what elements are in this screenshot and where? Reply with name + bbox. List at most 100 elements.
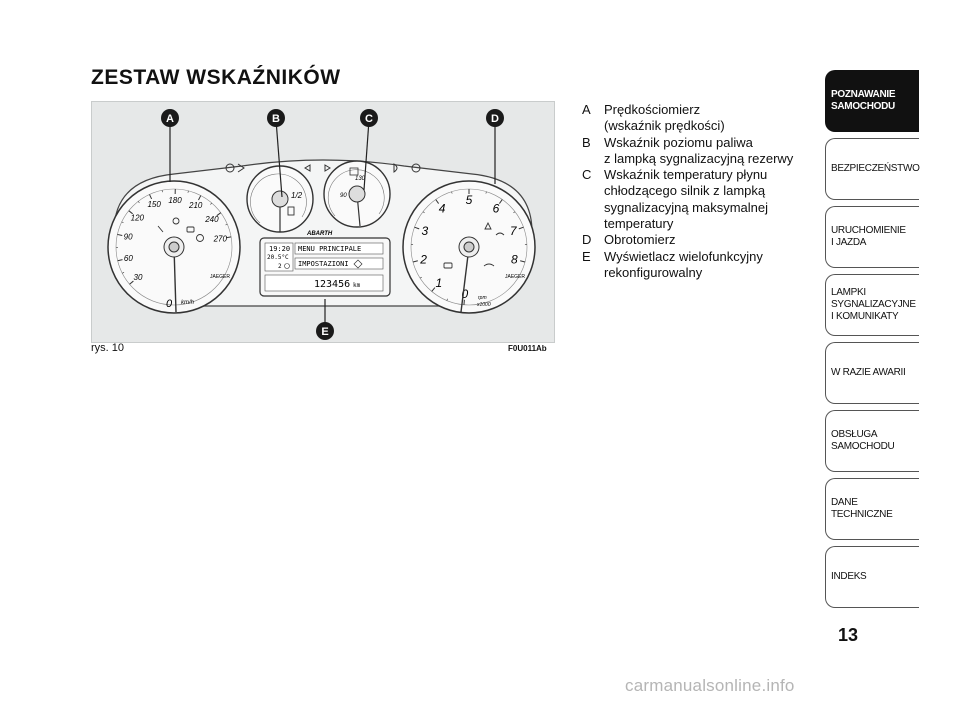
coolant-warning-icon [349,167,359,176]
dial-minor-tick [513,211,516,214]
dial-label: 90 [124,233,133,242]
chapter-tab-label: BEZPIECZEŃSTWO [831,163,920,174]
page-title: ZESTAW WSKAŹNIKÓW [91,66,341,89]
dial-minor-tick [446,298,448,301]
tachometer-needle [460,246,470,313]
fuel-hub [271,190,289,208]
legend-letter: A [582,102,591,117]
warning-circle-icon [172,217,180,225]
dial-major-tick [129,280,134,285]
chapter-tab-7[interactable]: DANE TECHNICZNE [825,478,919,540]
rear-fog-light-icon [411,163,421,173]
dial-label: 30 [134,273,143,282]
chapter-tab-label: W RAZIE AWARII [831,367,906,378]
dial-major-tick [117,259,123,262]
engine-check-icon [443,262,453,269]
oil-pressure-icon [483,263,495,267]
dial-minor-tick [451,191,453,194]
legend-list: A Prędkościomierz(wskaźnik prędkości) B Wsk… [582,102,797,281]
chapter-tab-3[interactable]: URUCHOMIENIE I JAZDA [825,206,919,268]
legend-letter: B [582,134,591,150]
dial-label: 8 [511,252,518,266]
dial-minor-tick [121,221,124,224]
dial-major-tick [412,260,418,263]
temperature-hub [348,185,366,203]
legend-line: temperatury [604,216,674,232]
chapter-tab-6[interactable]: OBSŁUGA SAMOCHODU [825,410,919,472]
dial-major-tick [226,236,232,239]
dial-minor-tick [419,276,422,279]
legend-item-d: D Obrotomierz [582,232,797,248]
legend-letter: C [582,167,592,183]
fuel-half-label: 1/2 [291,191,303,200]
dial-minor-tick [422,211,425,214]
front-fog-light-icon [225,163,235,173]
callout-e: E [316,322,334,340]
high-beam-icon [393,163,398,173]
temp-low-label: 90 [340,193,347,199]
legend-line: (wskaźnik prędkości) [604,118,725,134]
legend-line: Prędkościomierz [604,102,701,117]
position-light-icon [237,163,245,173]
callout-a: A [161,109,179,127]
tachometer-brand: JAEGER [505,274,525,280]
callouts: A B C D E [161,109,504,340]
chapter-tab-1[interactable]: POZNAWANIE SAMOCHODU [825,70,919,132]
dial-label: 180 [168,196,182,205]
legend-line: Wskaźnik temperatury płynu [604,167,768,183]
multifunction-display: ABARTH 19:20 20.5°C 2 MENU PRINCIPALE IM… [259,231,391,297]
display-menu-line: MENU PRINCIPALE [298,245,361,253]
dial-major-tick [198,195,202,201]
svg-text:D: D [491,113,499,125]
display-select-icon [353,259,363,269]
fuel-pump-icon [287,206,295,216]
legend-line: Wyświetlacz wielofunkcyjny [604,248,763,264]
temp-high-label: 130 [355,176,366,182]
svg-text:E: E [321,326,328,338]
dial-major-tick [435,199,440,204]
dial-label: 1 [435,276,442,290]
display-gear-icon [284,263,290,269]
dial-label: 210 [188,201,203,210]
legend-text: Prędkościomierz(wskaźnik prędkości) [604,102,797,135]
legend-text: Obrotomierz [604,232,797,248]
callout-b: B [267,109,285,127]
dial-minor-tick [137,201,140,204]
legend-line: z lampką sygnalizacyjną rezerwy [604,150,794,166]
svg-text:B: B [272,113,280,125]
legend-letter: D [582,232,592,248]
chapter-sidebar: POZNAWANIE SAMOCHODU BEZPIECZEŃSTWO URUCHO… [825,70,920,614]
chapter-tab-4[interactable]: LAMPKI SYGNALIZACYJNE I KOMUNIKATY [825,274,919,336]
display-odometer: 123456 [314,279,350,290]
temperature-gauge: 90 130 [323,160,391,228]
chapter-tab-2[interactable]: BEZPIECZEŃSTWO [825,138,920,200]
dial-major-tick [216,212,222,217]
callout-c: C [360,109,378,127]
dial-minor-tick [210,202,212,205]
brake-icon [196,234,204,242]
dial-label: 4 [439,202,446,216]
tachometer-unit-scale: x1000 [476,302,491,308]
speedometer-needle [173,246,177,313]
svg-text:A: A [166,113,174,125]
watermark: carmanualsonline.info [625,676,795,695]
legend-line: Wskaźnik poziomu paliwa [604,134,753,150]
tachometer-warning-icons [443,221,505,269]
tachometer-ticks [411,189,527,305]
chapter-tab-8[interactable]: INDEKS [825,546,919,608]
display-temperature: 20.5°C [267,254,289,261]
dial-major-tick [149,194,153,200]
chapter-tab-5[interactable]: W RAZIE AWARII [825,342,919,404]
figure-code: F0U011Ab [508,344,547,353]
dial-label: 60 [124,254,133,263]
dial-label: 5 [466,193,473,207]
dial-major-tick [117,233,123,237]
chapter-tab-label: INDEKS [831,571,867,582]
legend-line: chłodzącego silnik z lampką [604,183,766,199]
callout-d: D [486,109,504,127]
display-gear: 2 [278,263,282,270]
